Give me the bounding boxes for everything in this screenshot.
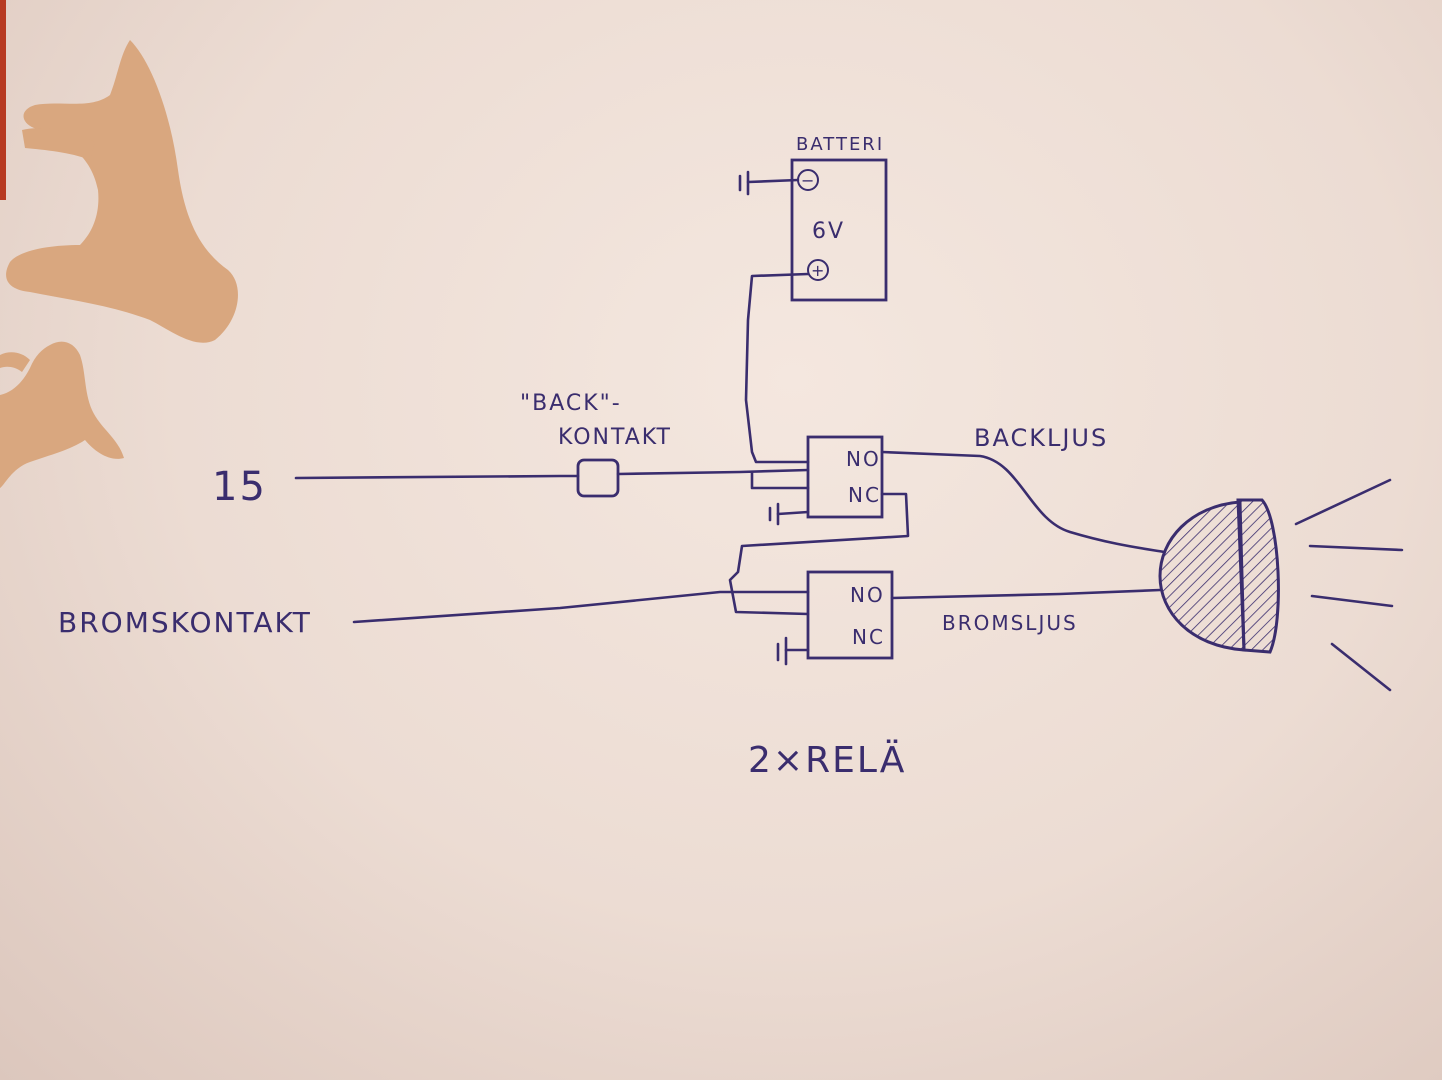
back-switch-body (576, 458, 620, 498)
wire-brake-light (890, 588, 1162, 600)
lamp-housing (1158, 500, 1246, 652)
lamp-lens (1236, 498, 1280, 654)
battery-positive-terminal (807, 259, 829, 281)
wire-battery-positive (744, 272, 810, 464)
battery: BATTERI − + 6V (790, 134, 888, 302)
light-ray-1 (1294, 478, 1392, 526)
reverse-light-label: BACKLJUS (974, 424, 1108, 452)
wire-reverse-light (880, 450, 1166, 554)
relay-2-no-label: NO (850, 583, 885, 607)
cat-silhouette (0, 341, 124, 488)
relay-1-box (806, 435, 884, 519)
relay-2-box (806, 570, 894, 660)
input-15-label: 15 (212, 464, 267, 510)
battery-box (790, 158, 888, 302)
wire-input-15 (294, 474, 580, 480)
relays-caption: 2×RELÄ (748, 739, 906, 781)
battery-title: BATTERI (796, 134, 884, 155)
brake-switch-label: BROMSKONTAKT (58, 606, 312, 639)
relay-2-nc-label: NC (852, 625, 885, 649)
back-switch-label-line1: "BACK"- (520, 391, 622, 416)
wire-relay1-nc-to-relay2 (728, 492, 910, 616)
wire-back-switch-to-relay1 (616, 468, 810, 476)
light-ray-4 (1330, 642, 1392, 692)
relay-1: NO NC (806, 435, 884, 519)
wire-relay1-coil-loop (750, 470, 810, 490)
light-ray-3 (1310, 594, 1394, 608)
relay-1-nc-label: NC (848, 483, 881, 507)
ground-symbol-relay-1 (768, 502, 810, 526)
relay-2: NO NC (806, 570, 894, 660)
ground-symbol-battery (738, 170, 800, 196)
battery-positive-sign: + (811, 261, 826, 280)
relay-1-no-label: NO (846, 447, 881, 471)
light-ray-2 (1308, 544, 1404, 552)
wire-brake-switch (352, 590, 810, 624)
paper-edge (0, 0, 22, 200)
back-switch: "BACK"- KONTAKT (520, 391, 672, 498)
dog-silhouette (6, 40, 238, 343)
battery-negative-sign: − (801, 171, 816, 190)
back-switch-label-line2: KONTAKT (558, 425, 672, 450)
brake-light-label: BROMSLJUS (942, 611, 1078, 635)
lamp (1158, 478, 1404, 692)
ground-symbol-relay-2 (776, 636, 810, 666)
battery-voltage: 6V (812, 219, 845, 244)
